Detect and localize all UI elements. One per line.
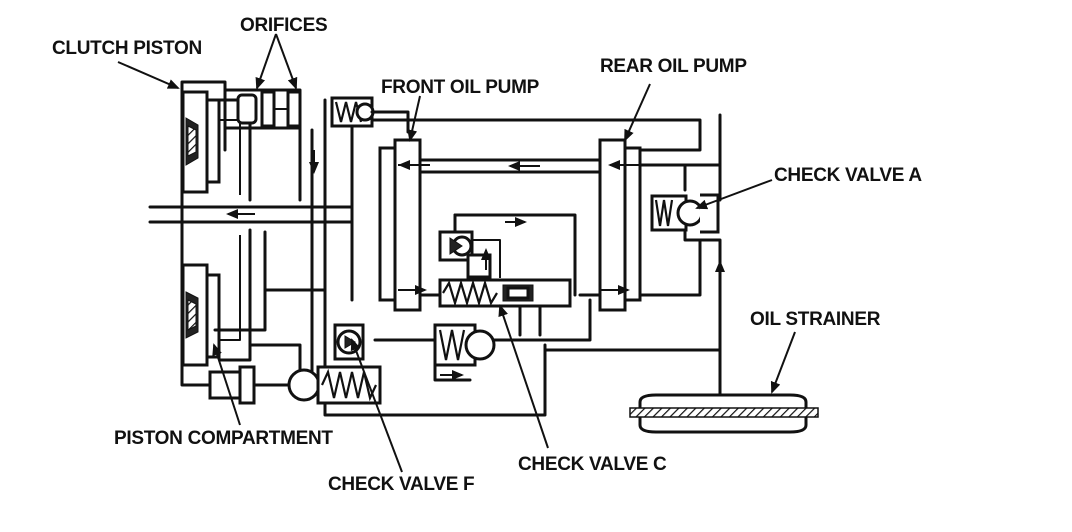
- left-circuit: [213, 96, 547, 417]
- label-front-oil-pump: FRONT OIL PUMP: [381, 77, 540, 98]
- orifice-2: [286, 90, 302, 128]
- orifice-1: [260, 90, 276, 128]
- clutch-assembly: [148, 80, 354, 387]
- label-check-valve-a: CHECK VALVE A: [774, 165, 922, 186]
- check-valve-c: [433, 213, 577, 382]
- label-clutch-piston: CLUTCH PISTON: [52, 38, 202, 59]
- label-piston-compartment: PISTON COMPARTMENT: [114, 428, 333, 449]
- label-oil-strainer: OIL STRAINER: [750, 309, 881, 330]
- orifice-passage: [223, 88, 319, 202]
- front-oil-pump: [378, 138, 430, 312]
- clutch-piston-lower: [181, 263, 221, 367]
- upper-check-valve: [330, 96, 410, 134]
- label-rear-oil-pump: REAR OIL PUMP: [600, 56, 747, 77]
- check-valve-a: [650, 163, 725, 397]
- label-check-valve-f: CHECK VALVE F: [328, 474, 474, 495]
- check-valve-f: [208, 323, 382, 405]
- oil-strainer: [629, 393, 819, 434]
- clutch-piston-upper: [181, 90, 221, 194]
- pump-circuit: [370, 113, 722, 352]
- rear-oil-pump: [598, 138, 642, 312]
- label-orifices: ORIFICES: [240, 15, 327, 36]
- leader-lines: [117, 33, 796, 473]
- label-check-valve-c: CHECK VALVE C: [518, 454, 667, 475]
